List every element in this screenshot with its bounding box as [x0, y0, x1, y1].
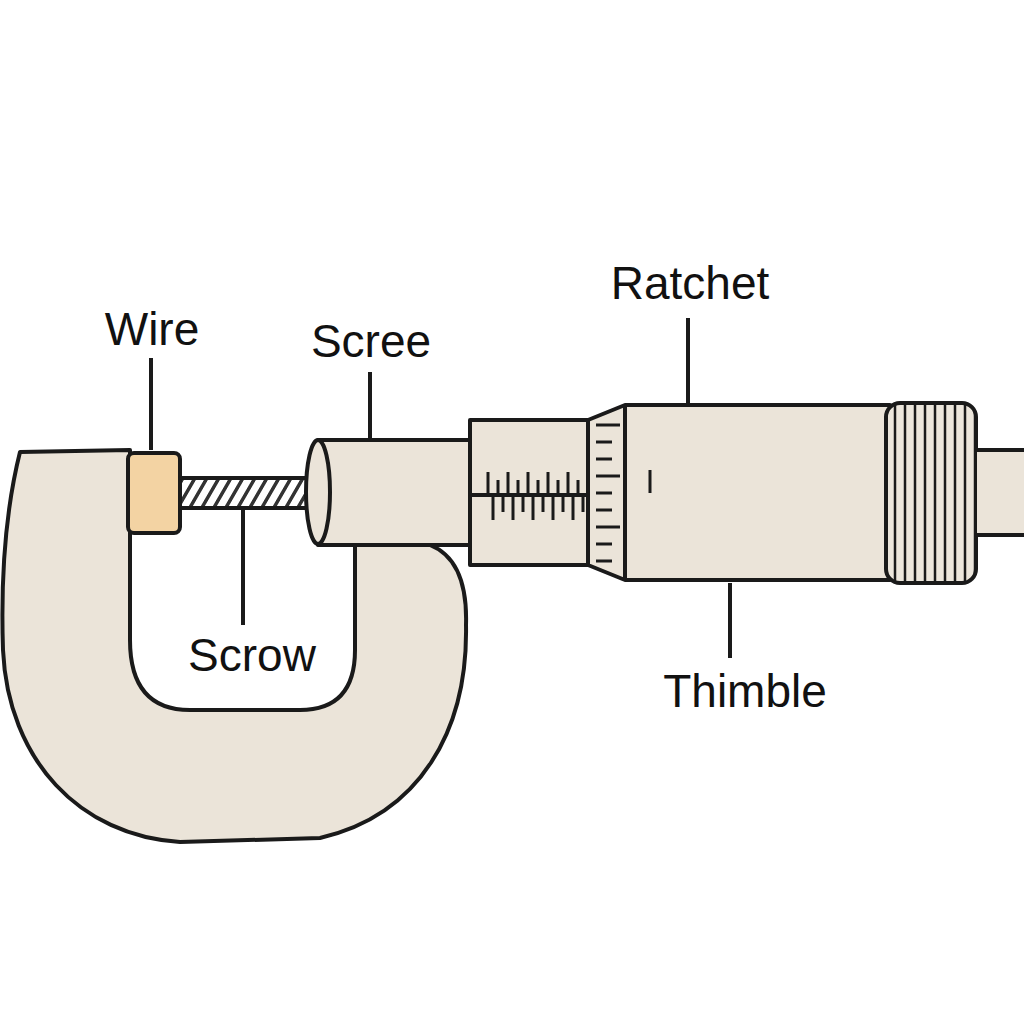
leader-line — [728, 583, 732, 658]
scale-tick — [487, 472, 490, 495]
thimble-tick — [596, 560, 612, 563]
thimble — [588, 405, 890, 580]
scale-tick — [557, 480, 560, 495]
thimble-tick — [596, 509, 612, 512]
part-label: Scree — [311, 318, 431, 364]
scale-tick — [572, 495, 575, 520]
thimble-tick — [596, 492, 612, 495]
part-label: Scrow — [188, 632, 316, 678]
scale-tick — [492, 495, 495, 520]
scale-tick — [527, 472, 530, 495]
thimble-tick — [596, 475, 620, 478]
scale-tick — [577, 480, 580, 495]
scale-tick — [542, 495, 545, 512]
ratchet-shaft — [976, 450, 1024, 535]
part-label: Wire — [105, 306, 200, 352]
scale-tick — [507, 472, 510, 495]
thimble-mark — [649, 470, 652, 493]
thimble-tick — [596, 424, 620, 427]
thimble-tick — [596, 458, 612, 461]
scale-tick — [567, 472, 570, 495]
part-label: Ratchet — [611, 260, 770, 306]
anvil-face — [306, 440, 330, 544]
scale-tick — [502, 495, 505, 512]
leader-line — [241, 510, 245, 625]
thimble-edge — [623, 405, 627, 580]
scale-tick — [522, 495, 525, 512]
leader-lines — [151, 318, 730, 658]
scale-tick — [497, 480, 500, 495]
sleeve — [312, 440, 472, 545]
barrel — [470, 420, 592, 565]
leader-line — [686, 318, 690, 403]
scale-tick — [582, 495, 585, 512]
scale-tick — [552, 495, 555, 520]
scale-ticks — [488, 425, 620, 561]
wire — [128, 453, 180, 533]
scale-tick — [537, 480, 540, 495]
thimble-tick — [596, 526, 620, 529]
leader-line — [149, 358, 153, 450]
ratchet-knurl — [886, 403, 976, 583]
scale-tick — [517, 480, 520, 495]
thimble-tick — [596, 543, 612, 546]
thimble-tick — [596, 441, 612, 444]
scale-tick — [562, 495, 565, 512]
scale-tick — [532, 495, 535, 520]
spindle-thread — [180, 478, 312, 508]
scale-tick — [512, 495, 515, 520]
leader-line — [368, 372, 372, 438]
scale-tick — [547, 472, 550, 495]
part-label: Thimble — [663, 668, 827, 714]
